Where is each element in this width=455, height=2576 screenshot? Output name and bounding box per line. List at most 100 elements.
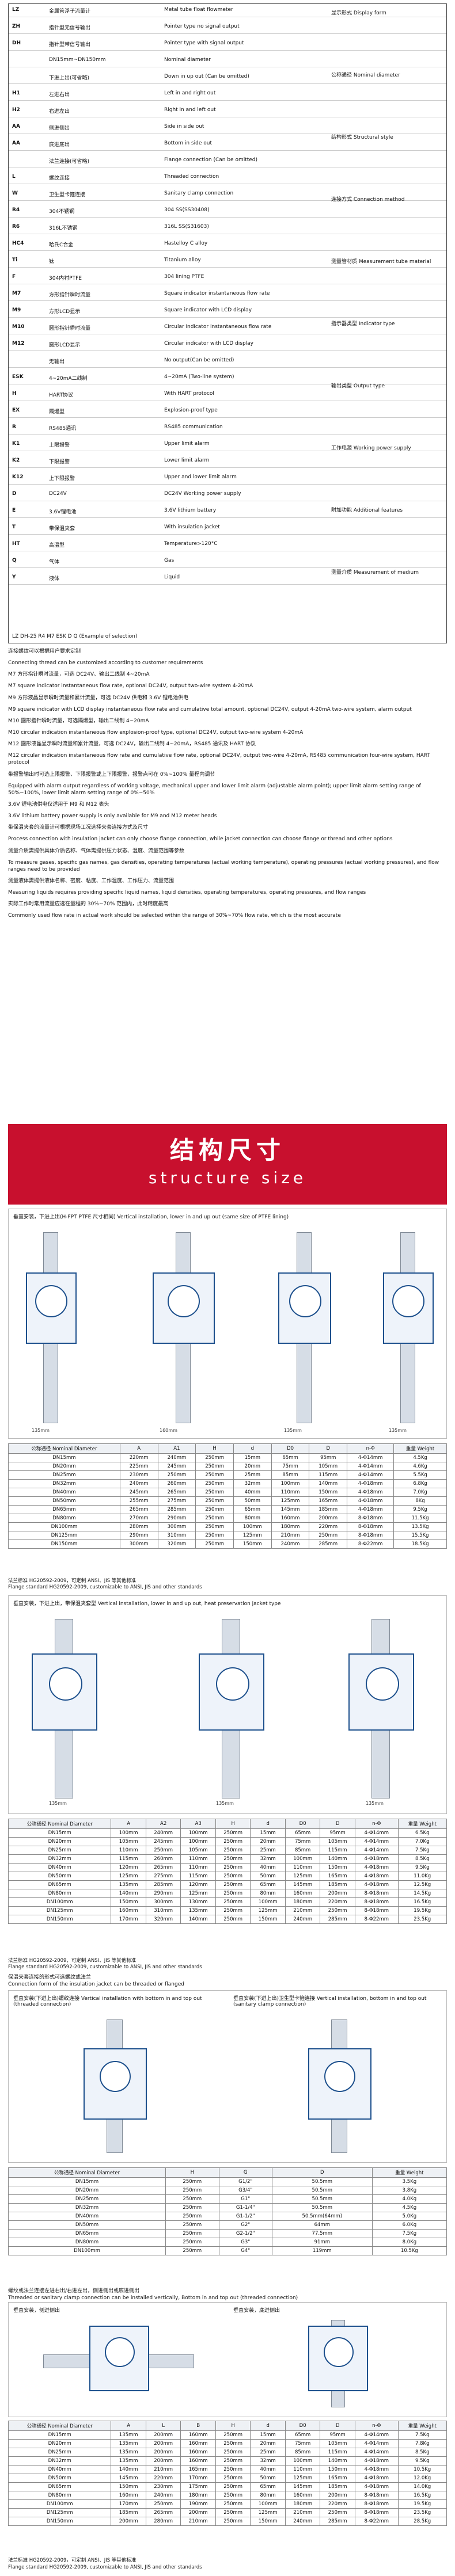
table-header: D0 bbox=[271, 1443, 310, 1454]
meter-head bbox=[278, 1272, 331, 1344]
table-cell: 7.5Kg bbox=[371, 2229, 448, 2238]
table-cell: DN100mm bbox=[7, 1897, 112, 1907]
table-cell: 8-Φ22mm bbox=[347, 1539, 395, 1549]
selection-label-zh: 304不锈钢 bbox=[49, 209, 75, 215]
table-cell: 250mm bbox=[165, 2186, 219, 2195]
table-cell: 7.0Kg bbox=[397, 1837, 448, 1846]
selection-label-en: Sanitary clamp connection bbox=[164, 190, 234, 196]
table-cell: 140mm bbox=[320, 2456, 355, 2466]
table-cell: DN20mm bbox=[7, 1837, 112, 1846]
note-line: 带保温夹套的流量计可根据现场工况选择夹套连接方式及尺寸 bbox=[8, 825, 149, 831]
selection-example: LZ DH-25 R4 M7 ESK D Q (Example of selec… bbox=[12, 634, 138, 639]
table-cell: 250mm bbox=[215, 1837, 251, 1846]
table-cell: 65mm bbox=[250, 1880, 286, 1889]
table-cell: 240mm bbox=[285, 1915, 321, 1924]
table-header: d bbox=[250, 2421, 286, 2431]
selection-label-en: 3.6V lithium battery bbox=[164, 508, 217, 513]
table-cell: 250mm bbox=[215, 1846, 251, 1855]
table-cell: 180mm bbox=[285, 2499, 321, 2509]
table-cell: 8-Φ22mm bbox=[354, 2517, 399, 2526]
table-cell: 28.5Kg bbox=[397, 2517, 448, 2526]
table-cell: 200mm bbox=[145, 2430, 181, 2440]
table-cell: DN50mm bbox=[7, 2220, 166, 2230]
table-cell: 4-Φ18mm bbox=[354, 2482, 399, 2491]
selection-code: ZH bbox=[12, 24, 21, 29]
table-cell: DN32mm bbox=[7, 1854, 112, 1864]
table-cell: 250mm bbox=[165, 2177, 219, 2186]
table-cell: 250mm bbox=[215, 2517, 251, 2526]
table-cell: 4.5Kg bbox=[393, 1453, 447, 1462]
table-cell: DN20mm bbox=[7, 2186, 166, 2195]
banner-title-en: structure size bbox=[148, 1168, 307, 1187]
table-cell: 200mm bbox=[180, 2508, 216, 2517]
table-cell: 3.8Kg bbox=[371, 2186, 448, 2195]
table-cell: 135mm bbox=[111, 1880, 146, 1889]
note-line: Commonly used flow rate in actual work s… bbox=[8, 913, 341, 919]
table-cell: 4-Φ14mm bbox=[354, 1837, 399, 1846]
table-cell: 320mm bbox=[145, 1915, 181, 1924]
table-cell: 10.5Kg bbox=[397, 2465, 448, 2474]
table-cell: 8-Φ18mm bbox=[354, 2508, 399, 2517]
selection-label-en: 4~20mA (Two-line system) bbox=[164, 374, 234, 380]
table-cell: 115mm bbox=[320, 1846, 355, 1855]
selection-label-en: Pointer type no signal output bbox=[164, 24, 240, 29]
table-cell: 285mm bbox=[145, 1880, 181, 1889]
table-cell: 250mm bbox=[145, 2499, 181, 2509]
table-cell: 19.5Kg bbox=[397, 1906, 448, 1915]
table-cell: 100mm bbox=[271, 1479, 310, 1488]
table-cell: 64mm bbox=[271, 2220, 373, 2230]
selection-label-en: Upper limit alarm bbox=[164, 441, 210, 447]
table-cell: 23.5Kg bbox=[397, 1915, 448, 1924]
table-header: H bbox=[165, 2167, 219, 2178]
table-cell: 50mm bbox=[233, 1496, 272, 1506]
selection-label-zh: 圆形LCD显示 bbox=[49, 342, 81, 348]
table-cell: DN50mm bbox=[8, 1496, 120, 1506]
table-cell: 255mm bbox=[119, 1496, 158, 1506]
table-cell: 110mm bbox=[180, 1863, 216, 1872]
table-cell: 310mm bbox=[157, 1531, 196, 1540]
selection-label-en: Left in and right out bbox=[164, 90, 216, 96]
dial-icon bbox=[324, 2061, 355, 2092]
table-header: 公称通径 Nominal Diameter bbox=[8, 1443, 120, 1454]
table-cell: 140mm bbox=[111, 1889, 146, 1898]
selection-label-zh: 下限报警 bbox=[49, 459, 70, 465]
table-cell: 220mm bbox=[145, 2474, 181, 2483]
table-note: Flange standard HG20592-2009, customizab… bbox=[8, 2564, 202, 2570]
section-heading-en: Connection form of the insulation jacket… bbox=[8, 1981, 184, 1988]
table-cell: 300mm bbox=[157, 1522, 196, 1531]
table-cell: 200mm bbox=[320, 1889, 355, 1898]
table-cell: 160mm bbox=[180, 2439, 216, 2448]
table-cell: 50.5mm(64mm) bbox=[271, 2212, 373, 2221]
selection-label-zh: 3.6V锂电池 bbox=[49, 509, 77, 515]
table-cell: 50.5mm bbox=[271, 2186, 373, 2195]
table-header: 公称通径 Nominal Diameter bbox=[7, 2421, 112, 2431]
table-cell: DN15mm bbox=[7, 1828, 112, 1838]
table-cell: 250mm bbox=[195, 1505, 234, 1514]
table-cell: 105mm bbox=[111, 1837, 146, 1846]
note-line: M12 圆形液晶显示瞬时流量和累计流量，可选 DC24V，输出二线制 4~20m… bbox=[8, 741, 256, 748]
selection-label-en: With insulation jacket bbox=[164, 524, 220, 530]
table-cell: 200mm bbox=[145, 2439, 181, 2448]
table-cell: 8-Φ18mm bbox=[354, 2491, 399, 2500]
selection-category: 显示形式 Display form bbox=[331, 10, 386, 16]
table-header: D bbox=[320, 1819, 355, 1829]
dial-icon bbox=[100, 2061, 131, 2092]
note-line: Equipped with alarm output regardless of… bbox=[8, 783, 421, 796]
table-cell: 250mm bbox=[195, 1522, 234, 1531]
meter-head bbox=[308, 2048, 371, 2120]
table-cell: DN150mm bbox=[7, 1915, 112, 1924]
table-cell: 280mm bbox=[119, 1522, 158, 1531]
table-note: 法兰标准 HG20592-2009，可定制 ANSI、JIS 等其他标准 bbox=[8, 2558, 136, 2563]
table-cell: 4-Φ14mm bbox=[354, 2430, 399, 2440]
